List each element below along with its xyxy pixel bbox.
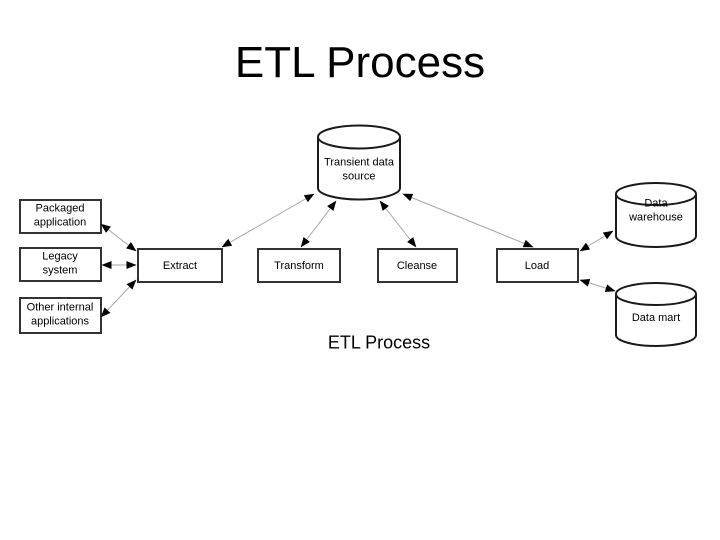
node-label-legacy-system: Legacy system: [42, 250, 78, 277]
diagram-caption: ETL Process: [327, 332, 431, 353]
cylinder-datamart-top: [615, 282, 697, 306]
node-box-legacy-system: [19, 247, 102, 282]
cylinder-warehouse-body: [615, 194, 697, 248]
node-box-extract: [137, 248, 223, 283]
node-label-transient-data-source: Transient data source: [324, 156, 394, 183]
node-label-other-internal-applications: Other internal applications: [26, 301, 94, 328]
node-label-load: Load: [524, 259, 550, 272]
edge-extract-transient: [221, 193, 315, 248]
cylinder-warehouse-top: [615, 182, 697, 206]
node-box-transform: [257, 248, 341, 283]
node-label-packaged-application: Packaged application: [33, 202, 87, 229]
slide-title: ETL Process: [234, 38, 486, 87]
edge-packaged-extract: [100, 223, 137, 252]
node-label-extract: Extract: [162, 259, 198, 272]
edge-load-warehouse: [579, 230, 614, 252]
edge-load-transient: [402, 193, 534, 248]
edge-cleanse-transient: [379, 200, 417, 248]
node-label-data-warehouse: Data warehouse: [629, 197, 683, 224]
edge-other-extract: [100, 279, 137, 318]
node-label-transform: Transform: [274, 259, 324, 272]
node-box-load: [496, 248, 579, 283]
node-box-cleanse: [377, 248, 458, 283]
node-label-cleanse: Cleanse: [396, 259, 438, 272]
edge-load-datamart: [579, 279, 616, 292]
node-label-data-mart: Data mart: [631, 311, 681, 324]
node-box-other-internal-applications: [19, 297, 102, 334]
cylinder-transient-body: [317, 137, 401, 201]
cylinder-transient-top: [317, 124, 401, 150]
edge-transform-transient: [300, 200, 337, 248]
cylinder-datamart-body: [615, 294, 697, 347]
node-box-packaged-application: [19, 199, 102, 234]
